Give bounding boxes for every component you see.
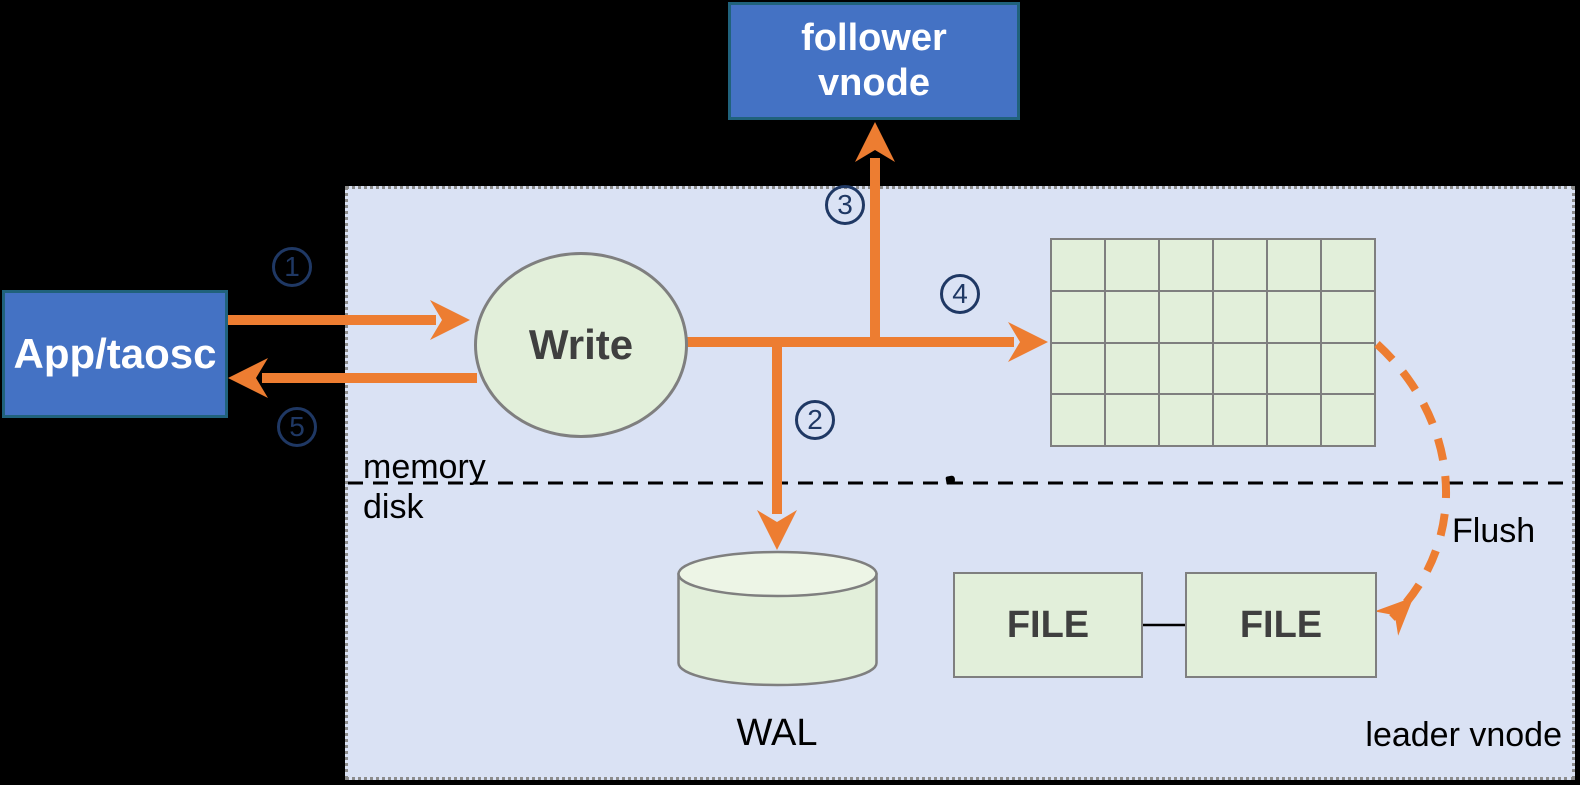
- wal-label: WAL: [736, 712, 818, 754]
- memtable-cell: [1322, 343, 1374, 394]
- write-ellipse: Write: [474, 252, 688, 438]
- memtable-cell: [1214, 240, 1266, 290]
- step-number-4: 4: [952, 278, 968, 309]
- memtable-cell: [1052, 343, 1104, 394]
- memtable-cell: [1268, 395, 1320, 445]
- step-circle-3: 3: [825, 185, 865, 225]
- memtable-cell: [1322, 291, 1374, 342]
- follower-vnode-label: follower vnode: [801, 17, 947, 104]
- memtable-cell: [1268, 343, 1320, 394]
- memtable-cell: [1160, 240, 1212, 290]
- memtable-cell: [1160, 395, 1212, 445]
- memtable-cell: [1052, 240, 1104, 290]
- memory-label: memory: [363, 448, 486, 486]
- memtable-cell: [1322, 395, 1374, 445]
- file-label-2: FILE: [1239, 603, 1323, 646]
- file-box-1: FILE: [953, 572, 1143, 678]
- memtable-cell: [1106, 240, 1158, 290]
- step-number-2: 2: [807, 404, 823, 435]
- memtable-cell: [1214, 291, 1266, 342]
- memtable-cell: [1268, 240, 1320, 290]
- disk-label: disk: [363, 488, 424, 526]
- memtable-cell: [1214, 395, 1266, 445]
- memtable-cell: [1268, 291, 1320, 342]
- step-circle-4: 4: [940, 274, 980, 314]
- memtable-cell: [1322, 240, 1374, 290]
- memtable-cell: [1160, 291, 1212, 342]
- leader-vnode-label: leader vnode: [1365, 716, 1562, 754]
- memtable-cell: [1052, 291, 1104, 342]
- file-box-2: FILE: [1185, 572, 1377, 678]
- step-number-3: 3: [837, 189, 853, 220]
- write-label: Write: [528, 321, 634, 368]
- step-circle-1: 1: [272, 247, 312, 287]
- memtable-cell: [1106, 291, 1158, 342]
- memtable-cell: [1160, 343, 1212, 394]
- step-circle-2: 2: [795, 400, 835, 440]
- step-circle-5: 5: [277, 407, 317, 447]
- follower-vnode-box: follower vnode: [728, 2, 1020, 120]
- step-number-1: 1: [284, 251, 300, 282]
- memtable-grid: [1050, 238, 1376, 447]
- app-taosc-box: App/taosc: [2, 290, 228, 418]
- memtable-cell: [1106, 343, 1158, 394]
- file-label-1: FILE: [1006, 603, 1090, 646]
- step-number-5: 5: [289, 411, 305, 442]
- memtable-cell: [1106, 395, 1158, 445]
- app-taosc-label: App/taosc: [13, 330, 217, 377]
- memtable-cell: [1214, 343, 1266, 394]
- flush-label: Flush: [1452, 512, 1536, 550]
- memtable-cell: [1052, 395, 1104, 445]
